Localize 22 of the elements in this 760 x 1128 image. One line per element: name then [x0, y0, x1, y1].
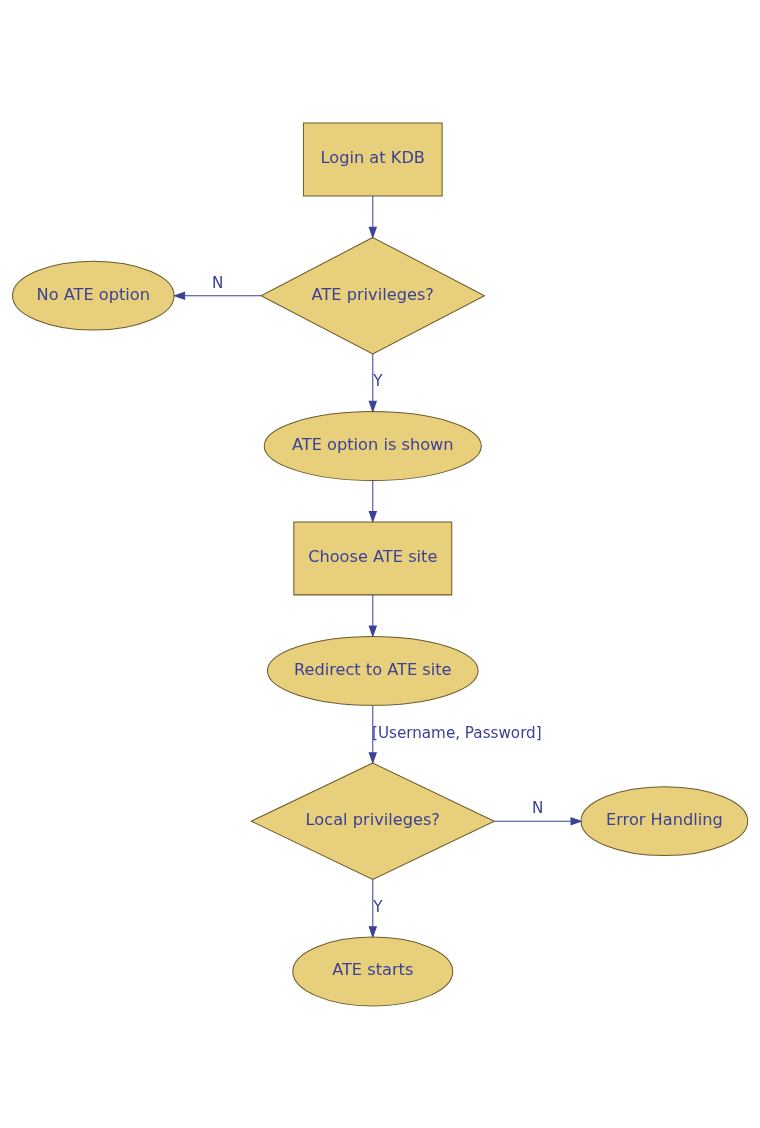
arrow — [368, 195, 378, 239]
arrow — [493, 816, 583, 825]
arrow — [173, 290, 262, 300]
edge-label: [Username, Password] — [371, 723, 542, 742]
node-ellipse: ATE option is shown — [263, 410, 482, 481]
node-ellipse: ATE starts — [292, 936, 454, 1006]
arrow — [368, 479, 378, 523]
edge-label: Y — [373, 371, 383, 390]
node-diamond: ATE privileges? — [259, 236, 486, 354]
node-box: Choose ATE site — [293, 520, 453, 595]
edge-label: N — [532, 798, 544, 817]
node-ellipse: No ATE option — [12, 260, 175, 331]
node-ellipse: Redirect to ATE site — [266, 635, 479, 706]
arrow — [368, 593, 378, 638]
arrow — [368, 353, 378, 413]
edge-label: Y — [373, 897, 383, 916]
node-box: Login at KDB — [302, 122, 443, 196]
node-ellipse: Error Handling — [580, 785, 749, 856]
node-diamond: Local privileges? — [250, 761, 496, 880]
arrow — [368, 704, 378, 764]
edge-label: N — [211, 273, 224, 292]
arrow — [368, 878, 378, 938]
